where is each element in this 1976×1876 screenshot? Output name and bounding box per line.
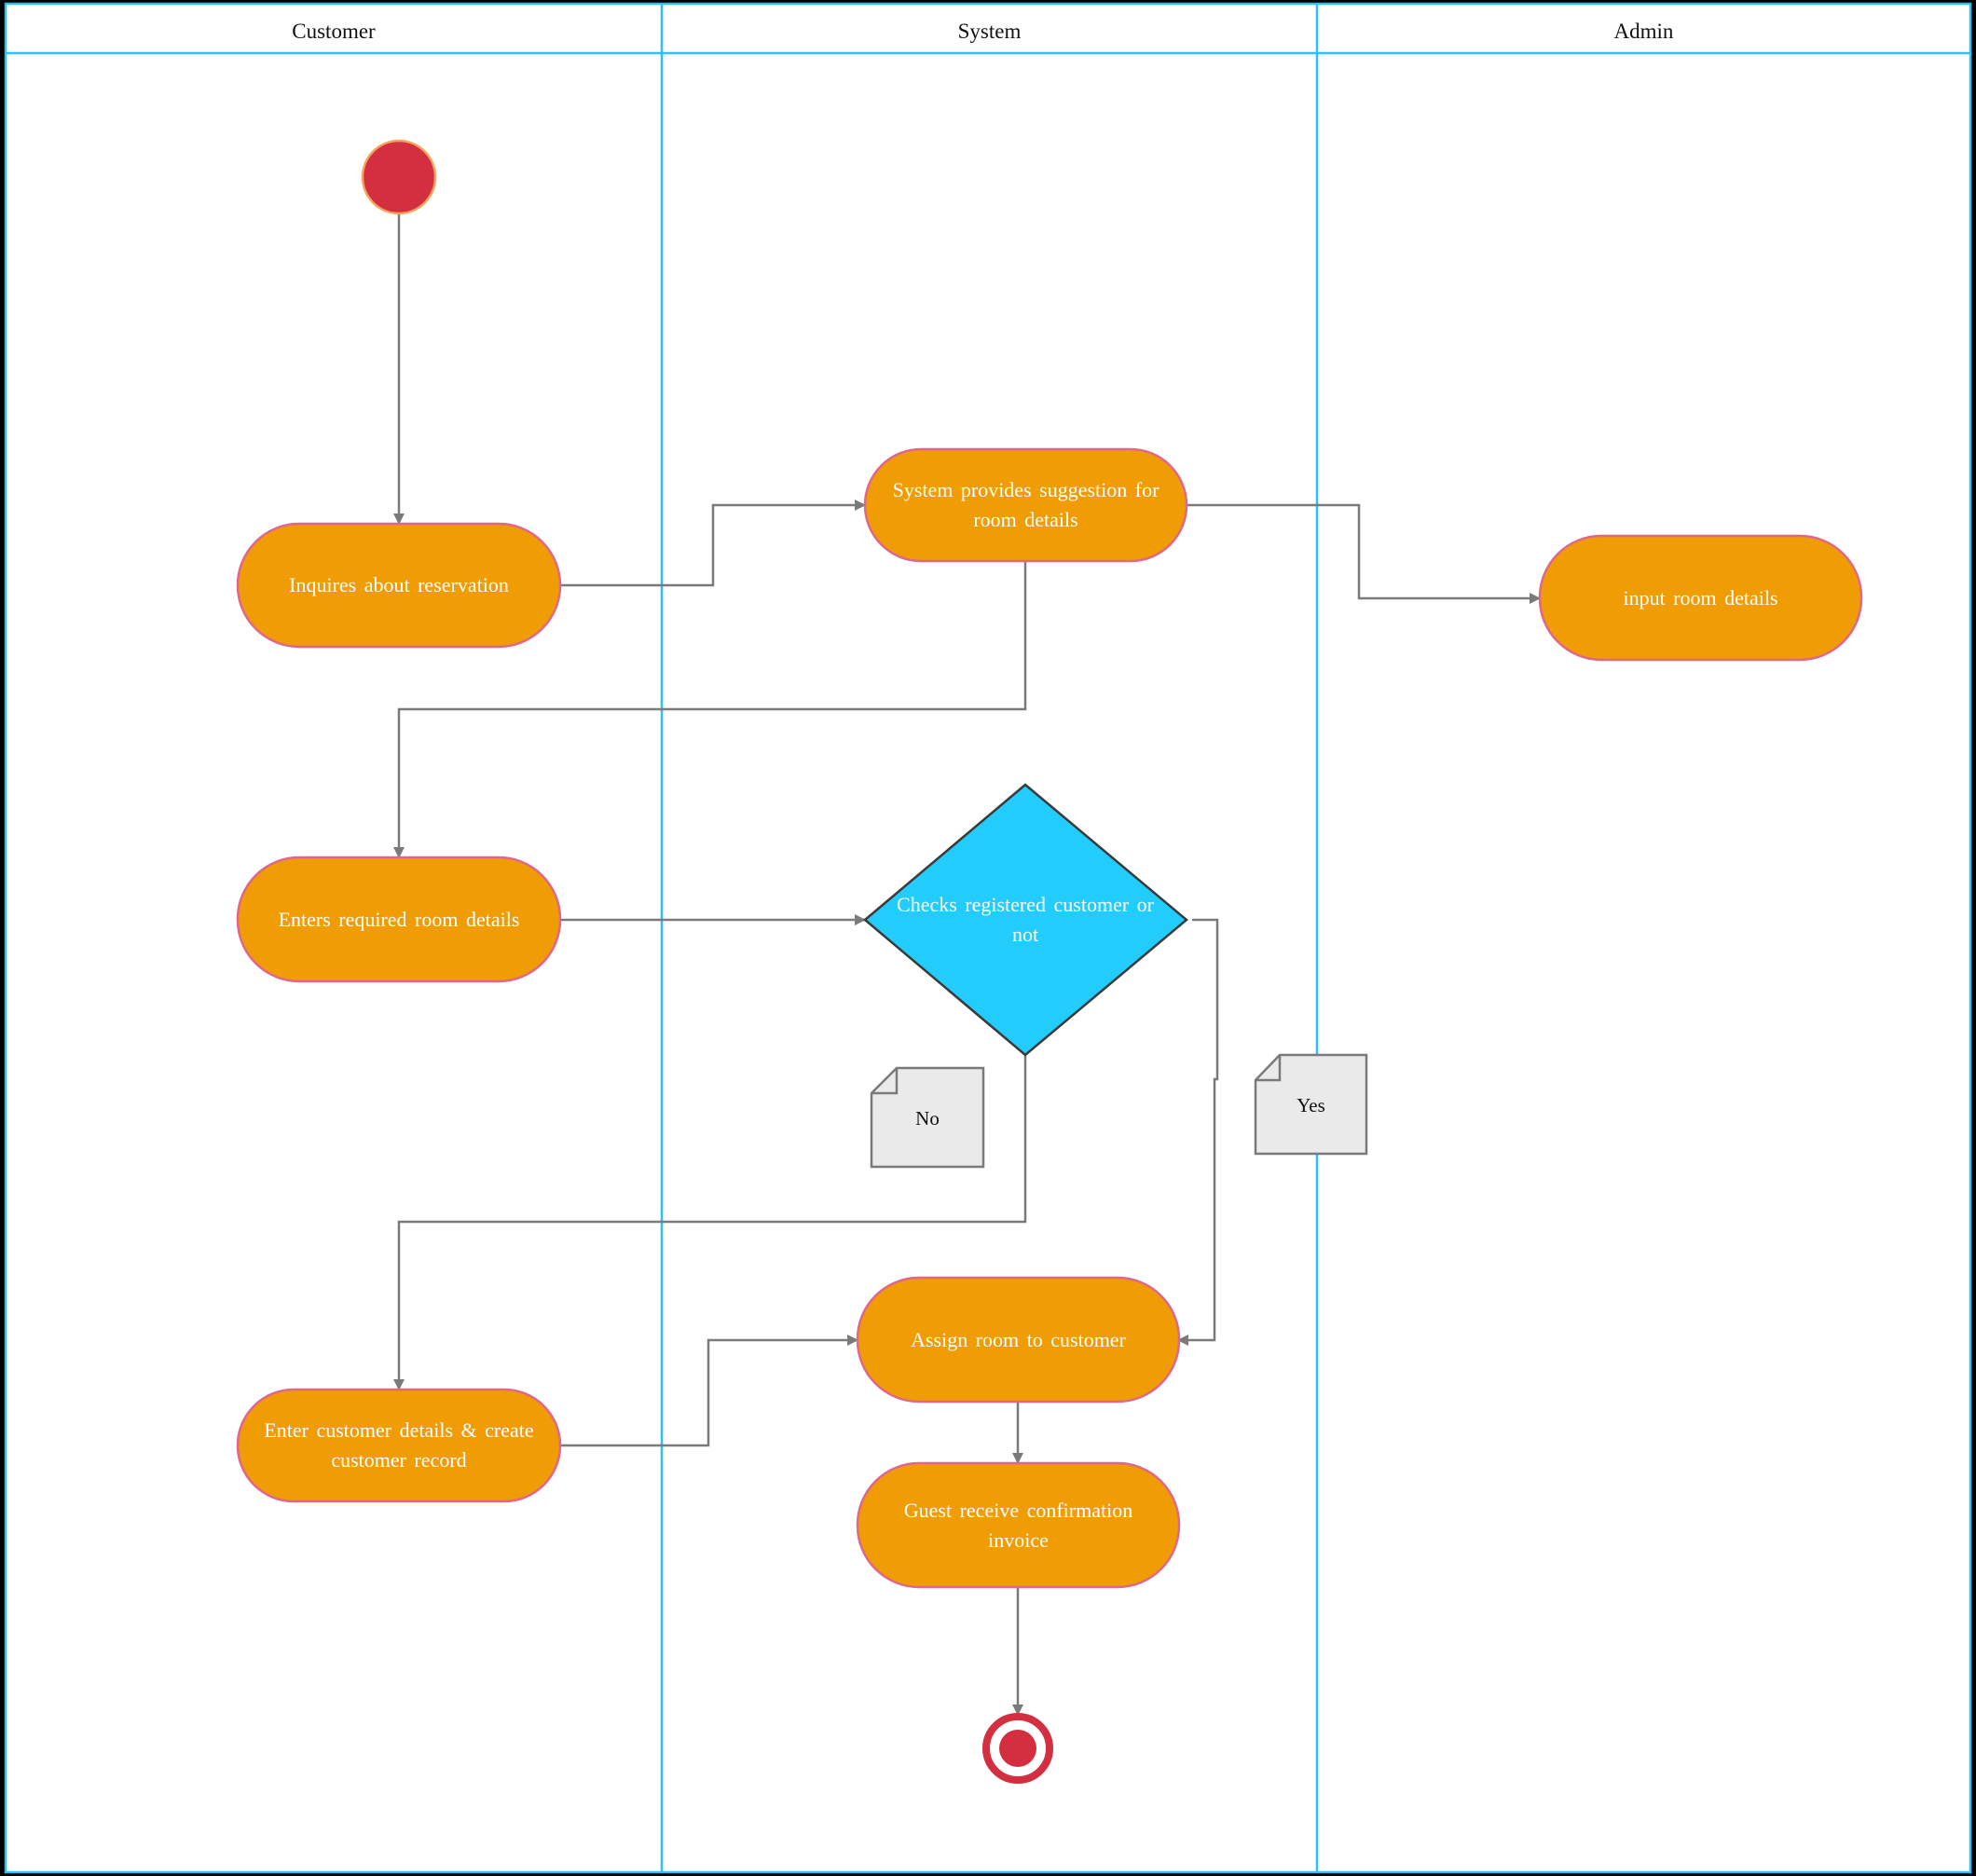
- connector-checks-no-to-enter-customer: [393, 1055, 1027, 1390]
- activity-label-input-room: input room details: [1623, 585, 1778, 609]
- note-yes: [1254, 1053, 1368, 1156]
- end-node-inner: [999, 1730, 1036, 1767]
- note-label-yes: Yes: [1297, 1093, 1325, 1116]
- decision-checks-registered-customer: [863, 783, 1188, 1057]
- start-node: [361, 139, 437, 215]
- activity-label-enters-details: Enters required room details: [278, 907, 520, 931]
- activity-label-enter-customer: Enter customer details & create customer…: [264, 1418, 534, 1472]
- lane-title-system: System: [957, 20, 1022, 43]
- activity-label-inquires: Inquires about reservation: [289, 573, 509, 596]
- connector-suggestion-to-input-room: [1179, 503, 1541, 604]
- activity-input-room-details: [1538, 534, 1863, 662]
- note-yes-fold: [1256, 1055, 1282, 1082]
- activity-assign-room-to-customer: [856, 1276, 1181, 1404]
- activity-label-suggestion: System provides suggestion for room deta…: [892, 478, 1160, 531]
- activity-guest-receive-confirmation: [856, 1461, 1181, 1589]
- activity-label-guest-confirmation: Guest receive confirmation invoice: [903, 1498, 1133, 1552]
- connector-suggestion-to-enters-details: [393, 561, 1027, 858]
- note-label-no: No: [915, 1106, 940, 1130]
- connector-enter-customer-to-assign-room: [560, 1335, 858, 1447]
- note-no-fold: [871, 1068, 899, 1095]
- lane-title-customer: Customer: [292, 20, 376, 43]
- activity-system-provides-suggestion: [863, 447, 1188, 563]
- activity-enters-required-room-details: [236, 856, 562, 983]
- lane-title-admin: Admin: [1613, 20, 1674, 43]
- connector-checks-yes-to-assign-room: [1177, 918, 1219, 1346]
- activity-enter-customer-details: [236, 1388, 562, 1503]
- activity-inquires-about-reservation: [236, 522, 562, 649]
- connector-inquires-to-suggestion: [560, 500, 866, 587]
- activity-label-assign-room: Assign room to customer: [911, 1327, 1126, 1351]
- decision-label-checks-registered: Checks registered customer or not: [897, 893, 1154, 946]
- note-no: [870, 1066, 985, 1169]
